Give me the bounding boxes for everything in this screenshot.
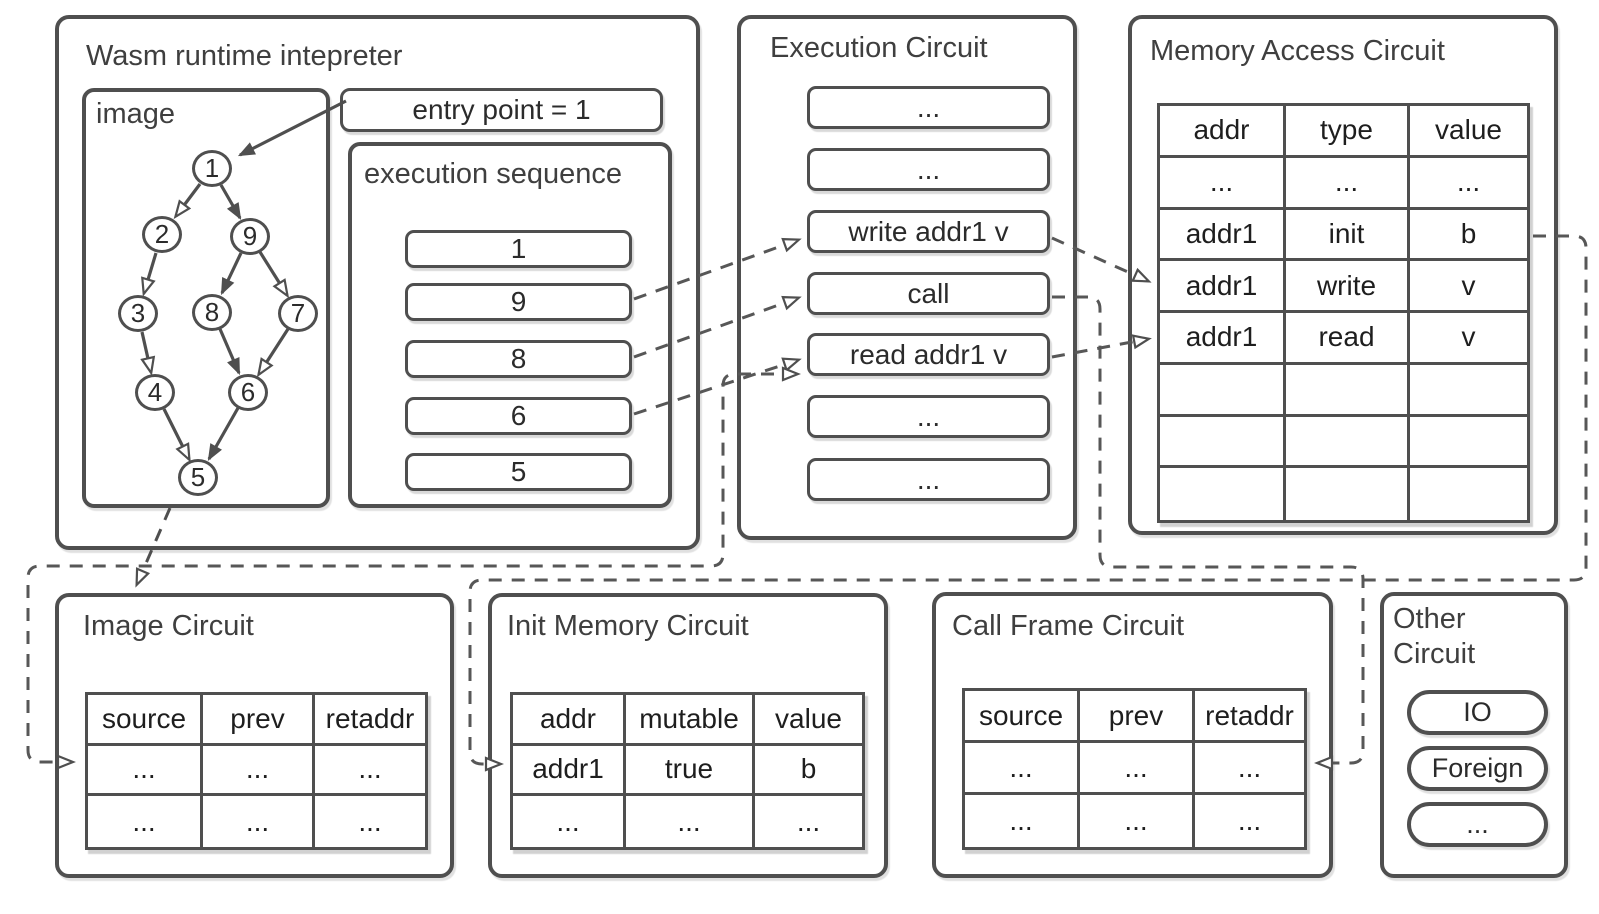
image-circuit-cell: ... [88, 745, 203, 797]
memory-cell: ... [1160, 157, 1286, 210]
exec-op-write: write addr1 v [807, 210, 1050, 253]
sequence-item-5: 5 [405, 453, 632, 491]
memory-cell: ... [1410, 158, 1527, 210]
exec-op-dots-3: ... [807, 395, 1050, 438]
memory-cell: read [1286, 313, 1410, 365]
call-frame-cell: ... [1195, 743, 1304, 795]
other-item-foreign: Foreign [1407, 746, 1548, 791]
memory-access-circuit-title: Memory Access Circuit [1150, 35, 1445, 67]
graph-node-4: 4 [135, 374, 175, 411]
sequence-item-8: 8 [405, 340, 632, 378]
image-circuit-col-header: prev [203, 695, 315, 746]
image-box-title: image [96, 98, 175, 130]
other-circuit-title: Other Circuit [1393, 603, 1476, 671]
graph-node-5: 5 [178, 459, 218, 496]
init-memory-table: addr mutable value addr1 true b ... ... … [510, 692, 865, 850]
init-memory-cell: true [626, 745, 755, 797]
memory-cell: init [1286, 209, 1410, 262]
sequence-item-6: 6 [405, 397, 632, 435]
other-item-dots: ... [1407, 802, 1548, 847]
init-memory-cell: addr1 [513, 745, 626, 797]
exec-op-read: read addr1 v [807, 333, 1050, 376]
memory-cell: b [1410, 210, 1527, 262]
call-frame-circuit-title: Call Frame Circuit [952, 610, 1185, 642]
memory-col-header: value [1410, 106, 1527, 158]
wasm-runtime-title: Wasm runtime intepreter [86, 40, 403, 72]
graph-node-8: 8 [192, 294, 232, 331]
other-item-io: IO [1407, 690, 1548, 735]
image-circuit-cell: ... [203, 796, 315, 847]
init-memory-col-header: mutable [626, 695, 755, 746]
exec-op-dots-1: ... [807, 86, 1050, 129]
call-frame-table: source prev retaddr ... ... ... ... ... … [962, 688, 1307, 850]
exec-op-call: call [807, 272, 1050, 315]
init-memory-col-header: addr [513, 695, 626, 746]
init-memory-cell: ... [796, 805, 821, 837]
graph-node-9: 9 [230, 218, 270, 255]
image-circuit-col-header: retaddr [315, 695, 425, 746]
graph-node-1: 1 [192, 150, 232, 187]
graph-node-2: 2 [142, 216, 182, 253]
image-circuit-cell: ... [88, 796, 203, 847]
exec-op-dots-2: ... [807, 148, 1050, 191]
call-frame-col-header: retaddr [1195, 691, 1304, 743]
call-frame-cell: ... [1080, 795, 1195, 847]
execution-sequence-title: execution sequence [364, 158, 622, 190]
call-frame-cell: ... [965, 743, 1080, 795]
memory-cell [1286, 364, 1410, 417]
call-frame-col-header: source [965, 691, 1080, 743]
memory-cell: ... [1286, 157, 1410, 210]
graph-node-6: 6 [228, 374, 268, 411]
graph-node-7: 7 [278, 295, 318, 332]
memory-cell: addr1 [1160, 209, 1286, 262]
image-circuit-cell: ... [203, 745, 315, 797]
image-circuit-cell: ... [315, 746, 425, 797]
memory-cell: v [1410, 313, 1527, 365]
image-circuit-title: Image Circuit [83, 610, 254, 642]
memory-cell: addr1 [1160, 313, 1286, 365]
memory-cell [1410, 417, 1527, 469]
call-frame-col-header: prev [1080, 691, 1195, 743]
init-memory-cell: ... [513, 796, 626, 847]
memory-cell [1286, 416, 1410, 469]
graph-node-3: 3 [118, 295, 158, 332]
memory-cell [1160, 364, 1286, 417]
image-circuit-table: source prev retaddr ... ... ... ... ... … [85, 692, 428, 850]
image-circuit-col-header: source [88, 695, 203, 746]
entry-point-box: entry point = 1 [340, 88, 663, 132]
memory-access-table: addr type value ... ... ... addr1 init b… [1157, 103, 1530, 523]
memory-cell: addr1 [1160, 261, 1286, 313]
sequence-item-1: 1 [405, 230, 632, 268]
memory-cell [1160, 468, 1286, 520]
memory-cell [1286, 468, 1410, 520]
image-circuit-cell: ... [358, 805, 382, 837]
call-frame-cell: ... [1237, 805, 1262, 836]
memory-cell: v [1410, 261, 1527, 313]
init-memory-col-header: value [755, 695, 862, 746]
memory-cell [1410, 468, 1527, 520]
call-frame-cell: ... [1080, 743, 1195, 795]
memory-cell [1160, 416, 1286, 469]
memory-cell [1410, 365, 1527, 417]
sequence-item-9: 9 [405, 283, 632, 321]
execution-circuit-title: Execution Circuit [770, 32, 988, 64]
memory-col-header: addr [1160, 106, 1286, 158]
memory-col-header: type [1286, 106, 1410, 158]
init-memory-cell: b [755, 746, 862, 797]
init-memory-circuit-title: Init Memory Circuit [507, 610, 749, 642]
call-frame-cell: ... [965, 795, 1080, 847]
memory-cell: write [1286, 261, 1410, 313]
init-memory-cell: ... [626, 796, 755, 847]
exec-op-dots-4: ... [807, 458, 1050, 501]
